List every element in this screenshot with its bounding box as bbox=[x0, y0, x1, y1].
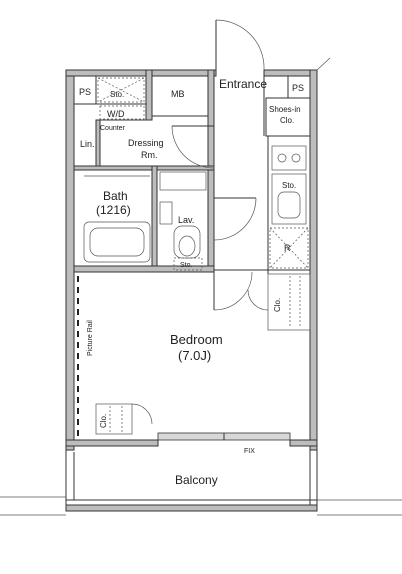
storage-top bbox=[97, 77, 145, 103]
dressing-door[interactable] bbox=[171, 125, 215, 169]
picture-rail-label: Picture Rail bbox=[87, 320, 94, 356]
lav-sink bbox=[159, 201, 201, 259]
dressing-label: Dressing bbox=[128, 138, 164, 148]
linen-label: Lin. bbox=[80, 139, 95, 149]
dressing-rm-label: Rm. bbox=[141, 150, 158, 160]
dressing-shelf bbox=[159, 171, 207, 191]
fix-window bbox=[157, 432, 291, 441]
mb-label: MB bbox=[171, 89, 185, 99]
bath-size-label: (1216) bbox=[96, 203, 131, 217]
washer-dryer bbox=[99, 105, 145, 120]
bath-label: Bath bbox=[103, 189, 128, 203]
outer-walls bbox=[65, 69, 318, 451]
bathtub bbox=[83, 175, 151, 263]
lav-door[interactable] bbox=[213, 197, 257, 241]
shoes-in-label: Shoes-in bbox=[269, 105, 301, 114]
closet-left-label: Clo. bbox=[99, 414, 108, 428]
interior-walls bbox=[73, 69, 311, 274]
kitchen-storage-label: Sto. bbox=[282, 181, 296, 190]
kitchen-stove bbox=[271, 145, 307, 171]
entrance-label: Entrance bbox=[219, 77, 267, 91]
shoes-in-clo-label: Clo. bbox=[280, 116, 294, 125]
wd-label: W/D bbox=[107, 109, 125, 119]
lav-label: Lav. bbox=[178, 215, 194, 225]
ps-left-label: PS bbox=[79, 87, 91, 97]
refrigerator bbox=[269, 227, 309, 269]
bedroom-label: Bedroom bbox=[170, 332, 223, 347]
balcony bbox=[65, 446, 318, 512]
closet-right bbox=[247, 273, 311, 331]
ps-right-label: PS bbox=[292, 83, 304, 93]
refrigerator-label: R bbox=[284, 243, 291, 253]
balcony-label: Balcony bbox=[175, 473, 218, 487]
lav-storage-label: Sto. bbox=[180, 262, 193, 269]
storage-top-label: Sto. bbox=[110, 90, 124, 99]
fix-label: FIX bbox=[244, 448, 255, 455]
exterior-lines bbox=[0, 57, 402, 516]
closet-left bbox=[95, 403, 153, 435]
closet-right-label: Clo. bbox=[273, 298, 282, 312]
lav-storage bbox=[173, 257, 203, 271]
bedroom-door[interactable] bbox=[213, 271, 253, 311]
kitchen-sink bbox=[271, 173, 307, 225]
bedroom-size-label: (7.0J) bbox=[178, 348, 211, 363]
counter-label: Counter bbox=[100, 125, 126, 132]
entrance-door[interactable] bbox=[215, 19, 265, 76]
